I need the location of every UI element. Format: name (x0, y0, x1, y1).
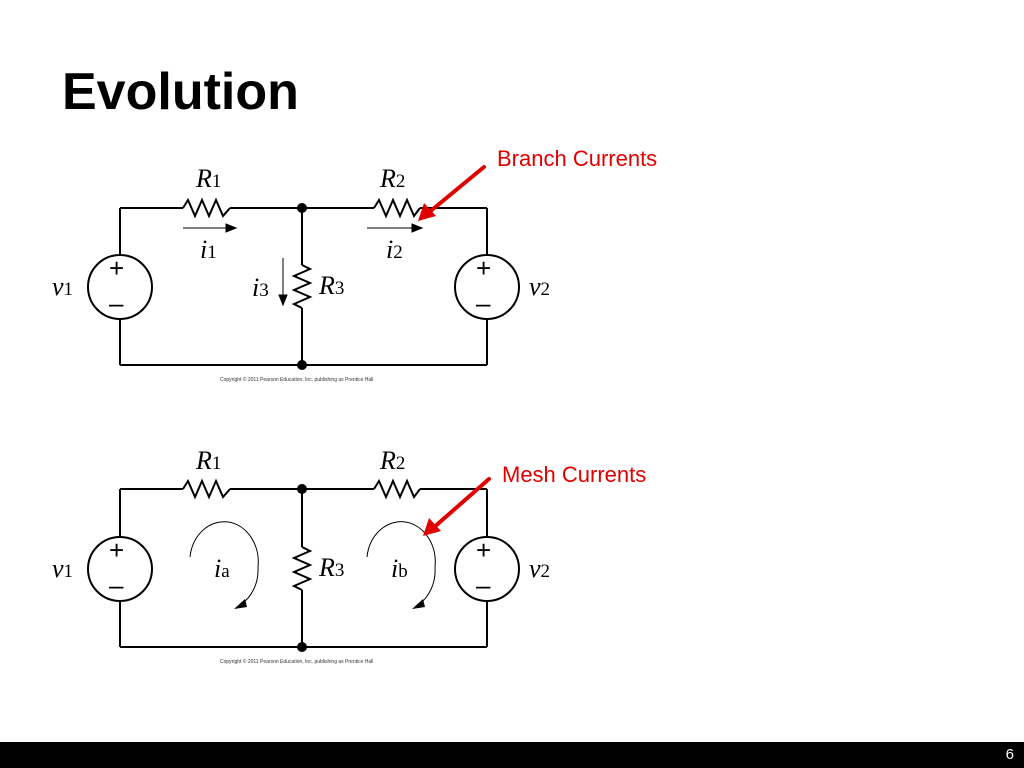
label-ib: ib (391, 554, 408, 583)
mesh-currents-annotation: Mesh Currents (502, 462, 647, 487)
branch-current-circuit: R1 R2 R3 i1 i2 i3 v1 v2 + – + – Copyrigh… (40, 155, 580, 395)
mesh-current-circuit: R1 R2 R3 ia ib v1 v2 + – + – Copyright ©… (40, 437, 580, 677)
source-v1-plus: + (109, 535, 124, 565)
label-i1: i1 (200, 235, 217, 264)
source-v2-circle (454, 536, 520, 602)
copyright-note: Copyright © 2011 Pearson Education, Inc.… (220, 658, 373, 665)
source-v2-minus: – (476, 570, 491, 600)
label-r1: R1 (195, 446, 221, 475)
source-v1-plus: + (109, 253, 124, 283)
node-bottom (297, 642, 307, 652)
source-v1-circle (87, 254, 153, 320)
resistor-r2-zigzag (373, 197, 421, 219)
label-i2: i2 (386, 235, 403, 264)
source-v2-minus: – (476, 288, 491, 318)
resistor-r3-zigzag (291, 264, 313, 309)
resistor-r2-zigzag (373, 478, 421, 500)
source-v2-plus: + (476, 253, 491, 283)
mesh-ia-arc (189, 521, 259, 606)
mesh-circuit-diagram: R1 R2 R3 ia ib v1 v2 + – + – Copyright ©… (52, 446, 550, 665)
branch-currents-annotation: Branch Currents (497, 146, 658, 171)
footer-bar: 6 (0, 742, 1024, 768)
mesh-ib-arrowhead (412, 599, 425, 609)
copyright-note: Copyright © 2011 Pearson Education, Inc.… (220, 376, 373, 383)
source-v1-minus: – (109, 288, 124, 318)
resistor-r1-zigzag (182, 197, 231, 219)
label-ia: ia (214, 554, 230, 583)
resistor-r1-zigzag (182, 478, 231, 500)
label-v2: v2 (529, 272, 550, 301)
label-v2: v2 (529, 554, 550, 583)
mesh-ia-arrowhead (234, 599, 247, 609)
source-v1-minus: – (109, 570, 124, 600)
branch-circuit-diagram: R1 R2 R3 i1 i2 i3 v1 v2 + – + – Copyrigh… (52, 164, 550, 383)
current-i1-arrowhead (225, 223, 238, 233)
label-r3: R3 (318, 271, 344, 300)
label-i3: i3 (252, 273, 269, 302)
slide-title: Evolution (62, 63, 299, 121)
current-i2-arrowhead (411, 223, 424, 233)
current-i3-arrowhead (278, 294, 288, 307)
label-r2: R2 (379, 164, 405, 193)
node-top (297, 484, 307, 494)
page-number: 6 (1005, 746, 1014, 763)
resistor-r3-zigzag (291, 546, 313, 591)
source-v1-circle (87, 536, 153, 602)
label-r3: R3 (318, 553, 344, 582)
label-r2: R2 (379, 446, 405, 475)
label-v1: v1 (52, 554, 73, 583)
label-v1: v1 (52, 272, 73, 301)
source-v2-plus: + (476, 535, 491, 565)
node-bottom (297, 360, 307, 370)
node-top (297, 203, 307, 213)
source-v2-circle (454, 254, 520, 320)
label-r1: R1 (195, 164, 221, 193)
